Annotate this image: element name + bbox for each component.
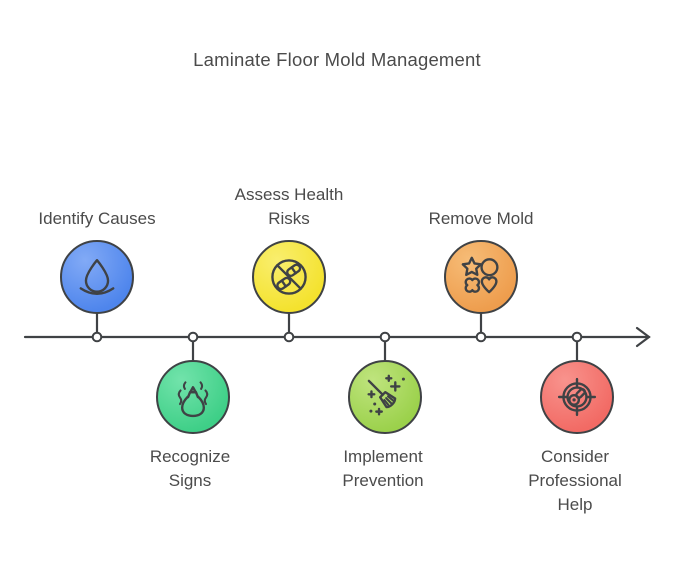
timeline-node: [283, 331, 295, 343]
step-circle-identify-causes: [60, 240, 134, 314]
page-title: Laminate Floor Mold Management: [193, 49, 481, 70]
target-gauge-icon: [557, 377, 597, 417]
step-circle-consider-professional-help: [540, 360, 614, 434]
smelly-trash-bag-icon: [177, 381, 209, 418]
step-circle-remove-mold: [444, 240, 518, 314]
no-pills-icon: [271, 259, 307, 295]
arrow-right-icon: [635, 326, 651, 348]
step-circle-implement-prevention: [348, 360, 422, 434]
step-label: Consider Professional Help: [528, 447, 622, 514]
step-circle-assess-health-risks: [252, 240, 326, 314]
broom-sparkles-icon: [367, 374, 405, 416]
step-label: Implement Prevention: [342, 447, 424, 490]
step-circle-recognize-signs: [156, 360, 230, 434]
timeline-node: [475, 331, 487, 343]
timeline-node: [91, 331, 103, 343]
shapes-icon: [461, 256, 499, 294]
water-drop-icon: [79, 259, 115, 295]
step-label: Assess Health Risks: [234, 185, 344, 228]
timeline-node: [379, 331, 391, 343]
timeline-node: [571, 331, 583, 343]
step-label: Remove Mold: [428, 209, 534, 228]
step-label: Identify Causes: [38, 209, 156, 228]
timeline-node: [187, 331, 199, 343]
step-label: Recognize Signs: [149, 447, 231, 490]
